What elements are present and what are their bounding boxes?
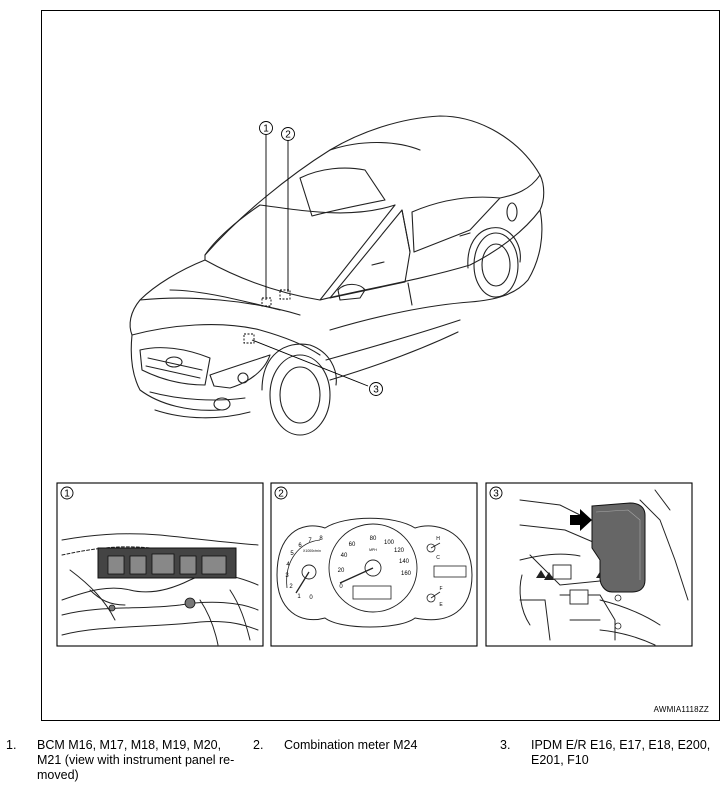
svg-text:C: C [436, 555, 440, 561]
svg-text:3: 3 [285, 573, 289, 579]
svg-text:3: 3 [493, 489, 499, 500]
callout-2-label: 2 [285, 130, 291, 141]
svg-text:2: 2 [289, 584, 293, 590]
svg-text:80: 80 [370, 536, 377, 542]
svg-text:1: 1 [297, 594, 301, 600]
speedometer: 0 20 40 60 80 100 120 140 160 MPH [328, 523, 418, 613]
car-illustration [129, 115, 545, 436]
svg-text:0: 0 [309, 595, 313, 601]
callout-2-circle [281, 127, 295, 141]
svg-text:120: 120 [394, 548, 405, 554]
callout-leaders [243, 135, 369, 387]
detail-panel-bcm: 1 [56, 482, 264, 647]
svg-text:160: 160 [401, 571, 412, 577]
svg-text:8: 8 [319, 536, 323, 542]
detail-panel-combination-meter: 2 0 1 2 3 4 5 6 7 8 X1000r/min 0 20 40 6… [270, 482, 478, 647]
legend-text: BCM M16, M17, M18, M19, M20, M21 (view w… [37, 738, 235, 782]
svg-text:5: 5 [290, 551, 294, 557]
svg-text:H: H [436, 536, 440, 542]
legend-text: Combination meter M24 [284, 738, 418, 752]
svg-text:1: 1 [64, 489, 70, 500]
svg-text:4: 4 [286, 562, 290, 568]
svg-text:0: 0 [339, 584, 343, 590]
svg-text:100: 100 [384, 540, 395, 546]
diagram-frame: AWMIA1118ZZ [41, 10, 720, 721]
svg-text:MPH: MPH [369, 548, 377, 552]
svg-text:7: 7 [308, 538, 312, 544]
detail-panel-ipdm: 3 [485, 482, 693, 647]
callout-3-label: 3 [373, 385, 379, 396]
figure-id: AWMIA1118ZZ [653, 705, 709, 714]
svg-text:2: 2 [278, 489, 284, 500]
svg-text:X1000r/min: X1000r/min [303, 549, 321, 553]
svg-text:6: 6 [298, 543, 302, 549]
callout-3-circle [369, 382, 383, 396]
svg-text:20: 20 [338, 568, 345, 574]
svg-text:F: F [439, 586, 442, 592]
callout-markers: 1 2 3 [259, 121, 383, 396]
callout-1-label: 1 [263, 124, 269, 135]
svg-text:140: 140 [399, 559, 410, 565]
svg-text:40: 40 [341, 553, 348, 559]
svg-text:E: E [439, 602, 443, 608]
tachometer: 0 1 2 3 4 5 6 7 8 X1000r/min [285, 536, 323, 601]
callout-1-circle [259, 121, 273, 135]
svg-text:60: 60 [349, 542, 356, 548]
legend-text: IPDM E/R E16, E17, E18, E200, E201, F10 [531, 738, 711, 767]
temp-fuel-gauge: H C F E [426, 536, 467, 608]
